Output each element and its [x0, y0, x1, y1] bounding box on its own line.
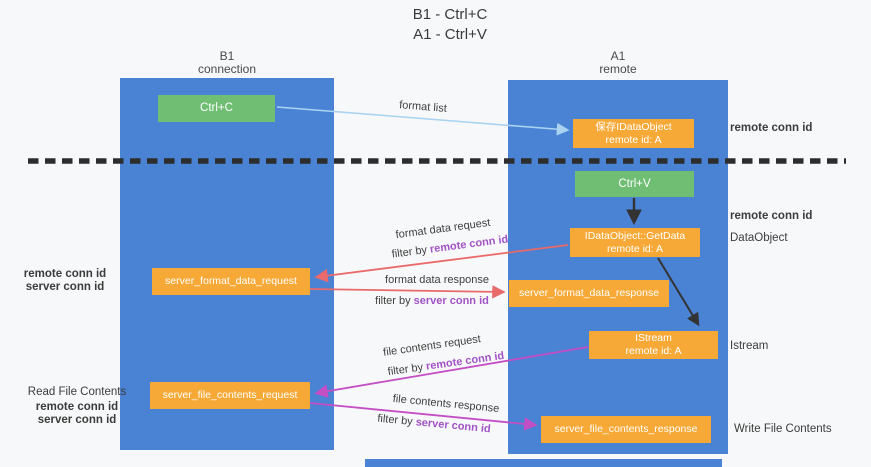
- save-idataobject-line1: 保存IDataObject: [595, 120, 672, 133]
- filter-by-text: filter by: [375, 295, 414, 307]
- node-server-format-data-response: server_format_data_response: [509, 280, 669, 307]
- node-server-file-contents-request: server_file_contents_request: [150, 382, 310, 409]
- edge-label-file-contents-response: file contents response: [392, 392, 500, 416]
- edge-label-format-list: format list: [398, 99, 448, 115]
- server-conn-id-inline: server conn id: [415, 416, 492, 436]
- arrow-format-data-response: [309, 285, 506, 299]
- istream-line1: IStream: [635, 332, 672, 344]
- label-read-file-contents: Read File Contents: [27, 386, 127, 398]
- edge-label-format-data-response: format data response: [385, 274, 489, 286]
- ctrl-c-label: Ctrl+C: [200, 102, 233, 114]
- save-idataobject-line2: remote id: A: [605, 133, 662, 146]
- server-conn-id-inline: server conn id: [413, 295, 489, 307]
- lane-b1-role: connection: [197, 62, 257, 76]
- server-file-contents-request-label: server_file_contents_request: [162, 389, 298, 401]
- lane-a1-name: A1: [610, 49, 626, 63]
- label-remote-conn-id-mid: remote conn id: [730, 210, 813, 222]
- lane-partial-bottom: [365, 459, 722, 467]
- node-server-format-data-request: server_format_data_request: [152, 268, 310, 295]
- diagram-title: B1 - Ctrl+C A1 - Ctrl+V: [300, 5, 600, 45]
- label-istream: Istream: [730, 340, 769, 352]
- node-istream: IStream remote id: A: [589, 331, 718, 359]
- lane-a1-role: remote: [599, 62, 637, 76]
- filter-by-text: filter by: [376, 412, 417, 429]
- server-format-data-request-label: server_format_data_request: [165, 275, 297, 287]
- getdata-line1: IDataObject::GetData: [584, 229, 686, 242]
- getdata-line2: remote id: A: [606, 242, 664, 255]
- label-remote-conn-id-left1: remote conn id: [23, 268, 107, 280]
- title-line-1: B1 - Ctrl+C: [412, 6, 488, 23]
- server-format-data-response-label: server_format_data_response: [518, 287, 660, 299]
- node-ctrl-v: Ctrl+V: [575, 171, 694, 197]
- node-ctrl-c: Ctrl+C: [158, 95, 275, 122]
- edge-label-filter-server-1: filter by server conn id: [375, 295, 489, 307]
- ctrl-v-label: Ctrl+V: [618, 177, 651, 190]
- label-remote-conn-id-left2: remote conn id: [35, 401, 119, 413]
- server-file-contents-response-label: server_file_contents_response: [554, 423, 698, 435]
- lane-b1-name: B1: [219, 49, 235, 63]
- node-server-file-contents-response: server_file_contents_response: [541, 416, 711, 443]
- title-line-2: A1 - Ctrl+V: [413, 26, 487, 43]
- filter-by-text: filter by: [387, 360, 427, 379]
- istream-line2: remote id: A: [625, 345, 682, 357]
- remote-conn-id-inline: remote conn id: [429, 233, 509, 256]
- label-server-conn-id-left1: server conn id: [25, 281, 105, 293]
- label-remote-conn-id-top: remote conn id: [730, 122, 813, 134]
- lane-header-a1: A1 remote: [508, 50, 728, 76]
- node-idataobject-getdata: IDataObject::GetData remote id: A: [570, 228, 700, 257]
- label-write-file-contents: Write File Contents: [734, 423, 832, 435]
- node-save-idataobject: 保存IDataObject remote id: A: [573, 119, 694, 148]
- filter-by-text: filter by: [391, 243, 431, 261]
- remote-conn-id-inline: remote conn id: [425, 349, 505, 373]
- label-dataobject: DataObject: [730, 232, 788, 244]
- lane-header-b1: B1 connection: [120, 50, 334, 76]
- edge-label-filter-server-2: filter by server conn id: [377, 413, 491, 436]
- label-server-conn-id-left2: server conn id: [37, 414, 117, 426]
